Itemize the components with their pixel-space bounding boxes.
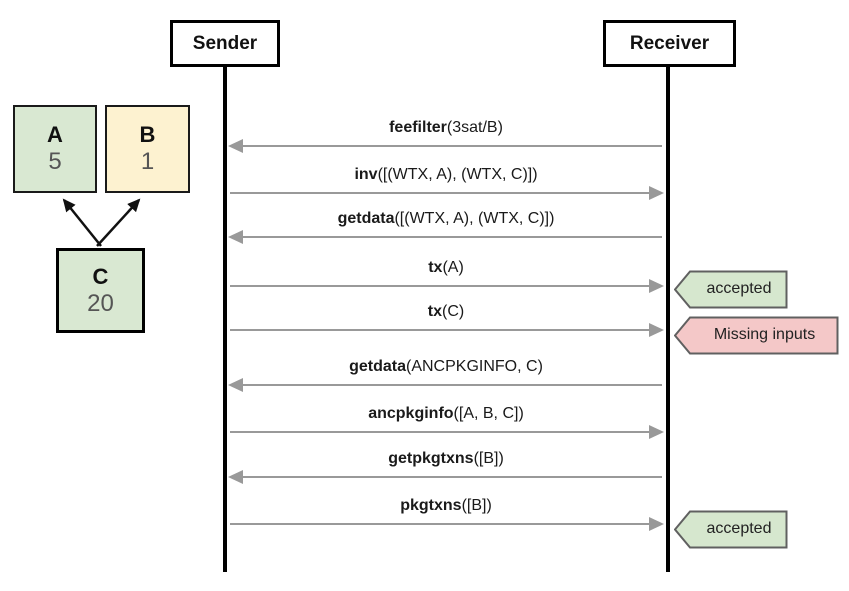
tx-node-a-label: A <box>47 122 63 147</box>
tx-node-c-label: C <box>92 263 109 289</box>
arrow-right-icon <box>228 517 664 531</box>
arrow-left-icon <box>228 139 664 153</box>
actor-sender-label: Sender <box>192 32 258 54</box>
arrow-right-icon <box>228 186 664 200</box>
arrow-right-icon <box>228 425 664 439</box>
badge-tag-icon <box>674 510 788 549</box>
tx-node-a: A 5 <box>13 105 97 193</box>
actor-receiver: Receiver <box>603 20 736 67</box>
status-badge-label: accepted <box>706 519 772 537</box>
message-args: ([(WTX, A), (WTX, C)]) <box>394 210 555 227</box>
badge-tag-icon <box>674 316 839 355</box>
tx-node-b-value: 1 <box>140 148 155 175</box>
message-getpkgtxns: getpkgtxns([B]) <box>228 448 664 484</box>
arrow-left-icon <box>228 230 664 244</box>
tx-node-a-value: 5 <box>48 148 62 175</box>
message-feefilter: feefilter(3sat/B) <box>228 117 664 153</box>
status-badge-accepted-tx-a: accepted <box>674 270 788 309</box>
message-label: ancpkginfo([A, B, C]) <box>228 403 664 425</box>
edge-c-to-a-arrow-icon <box>62 198 102 247</box>
actor-receiver-label: Receiver <box>629 32 710 54</box>
status-badge-accepted-pkgtxns: accepted <box>674 510 788 549</box>
message-label: getpkgtxns([B]) <box>228 448 664 470</box>
arrow-right-icon <box>228 279 664 293</box>
status-badge-label: accepted <box>706 279 772 297</box>
message-args: (ANCPKGINFO, C) <box>406 358 543 375</box>
message-label: feefilter(3sat/B) <box>228 117 664 139</box>
tx-graph-edges <box>62 198 141 247</box>
message-tx-a: tx(A) <box>228 257 664 293</box>
tx-node-b-label: B <box>139 122 156 147</box>
badge-tag-icon <box>674 270 788 309</box>
tx-node-c: C 20 <box>56 248 145 333</box>
message-fn: ancpkginfo <box>368 405 454 422</box>
edge-c-to-b-arrow-icon <box>96 198 141 247</box>
lifeline-sender <box>223 66 227 572</box>
message-getdata-ancpkginfo: getdata(ANCPKGINFO, C) <box>228 356 664 392</box>
arrow-right-icon <box>228 323 664 337</box>
message-ancpkginfo: ancpkginfo([A, B, C]) <box>228 403 664 439</box>
arrow-left-icon <box>228 470 664 484</box>
tx-node-b: B 1 <box>105 105 190 193</box>
message-label: tx(C) <box>228 301 664 323</box>
message-fn: getpkgtxns <box>388 450 474 467</box>
message-label: getdata([(WTX, A), (WTX, C)]) <box>228 208 664 230</box>
message-fn: pkgtxns <box>400 497 462 514</box>
tx-node-c-value: 20 <box>87 289 114 317</box>
message-fn: getdata <box>349 358 406 375</box>
message-label: getdata(ANCPKGINFO, C) <box>228 356 664 378</box>
actor-sender: Sender <box>170 20 280 67</box>
message-label: tx(A) <box>228 257 664 279</box>
message-args: ([(WTX, A), (WTX, C)]) <box>377 166 538 183</box>
message-fn: tx <box>427 303 442 320</box>
message-fn: tx <box>428 259 443 276</box>
message-pkgtxns: pkgtxns([B]) <box>228 495 664 531</box>
message-label: inv([(WTX, A), (WTX, C)]) <box>228 164 664 186</box>
message-fn: feefilter <box>389 119 447 136</box>
lifeline-receiver <box>666 66 670 572</box>
message-args: ([A, B, C]) <box>453 405 524 422</box>
message-fn: inv <box>354 166 378 183</box>
message-inv: inv([(WTX, A), (WTX, C)]) <box>228 164 664 200</box>
message-args: (3sat/B) <box>446 119 503 136</box>
message-args: (A) <box>442 259 464 276</box>
arrow-left-icon <box>228 378 664 392</box>
message-args: ([B]) <box>461 497 492 514</box>
message-args: (C) <box>442 303 465 320</box>
message-args: ([B]) <box>473 450 504 467</box>
status-badge-missing-inputs: Missing inputs <box>674 316 839 355</box>
status-badge-label: Missing inputs <box>713 325 816 343</box>
message-tx-c: tx(C) <box>228 301 664 337</box>
message-getdata-wtx: getdata([(WTX, A), (WTX, C)]) <box>228 208 664 244</box>
message-label: pkgtxns([B]) <box>228 495 664 517</box>
message-fn: getdata <box>337 210 395 227</box>
